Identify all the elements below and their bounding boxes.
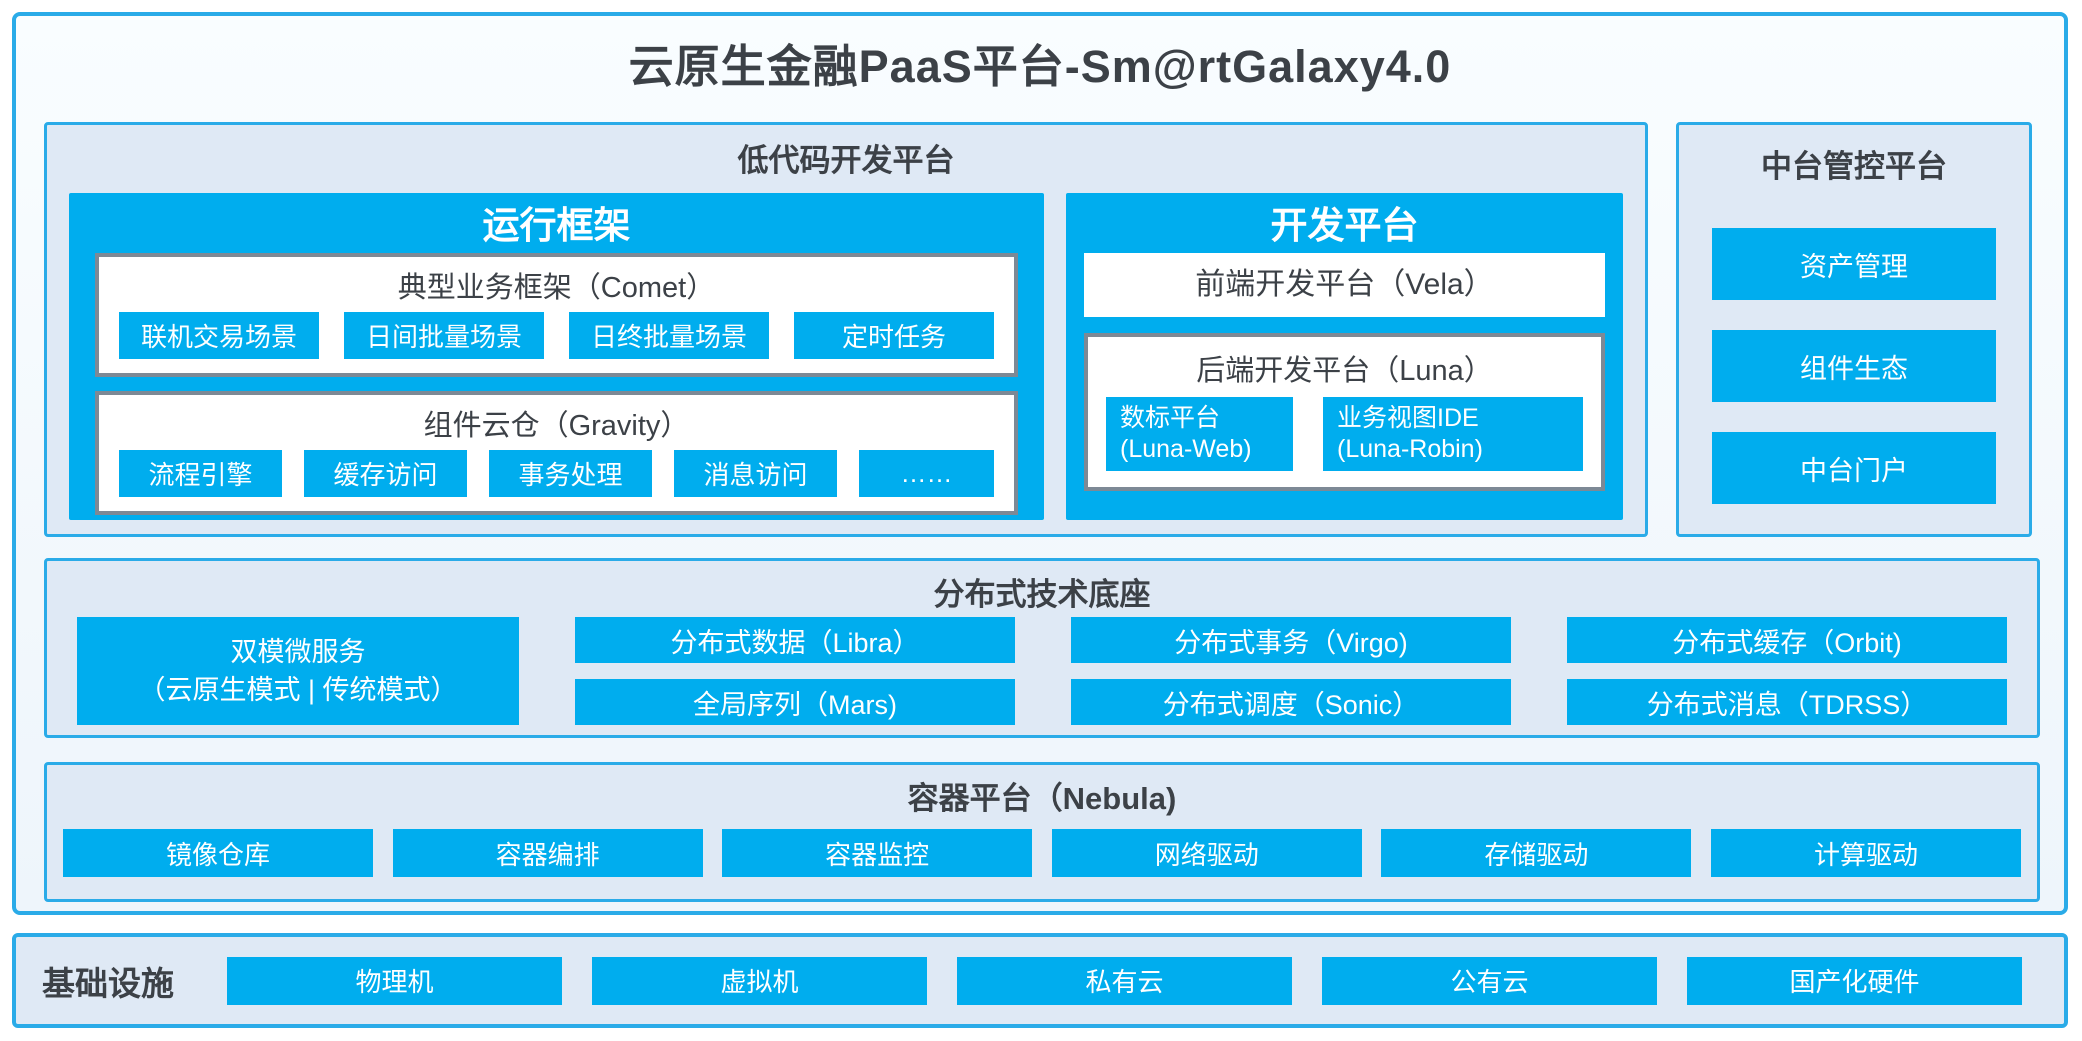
midplatform-item: 组件生态 xyxy=(1712,330,1996,402)
backend-luna-box: 后端开发平台（Luna） 数标平台 (Luna-Web) 业务视图IDE (Lu… xyxy=(1084,333,1605,491)
backend-luna-title: 后端开发平台（Luna） xyxy=(1196,355,1493,387)
luna-sub-item-line1: 数标平台 xyxy=(1120,404,1221,432)
container-item: 容器监控 xyxy=(722,829,1033,877)
gravity-row: 流程引擎 缓存访问 事务处理 消息访问 …… xyxy=(99,450,1014,511)
runtime-framework-box: 运行框架 典型业务框架（Comet） 联机交易场景 日间批量场景 日终批量场景 … xyxy=(69,193,1044,520)
midplatform-panel: 中台管控平台 资产管理 组件生态 中台门户 xyxy=(1676,122,2032,537)
container-item: 计算驱动 xyxy=(1710,829,2021,877)
lowcode-body: 运行框架 典型业务框架（Comet） 联机交易场景 日间批量场景 日终批量场景 … xyxy=(69,193,1623,520)
midplatform-item: 资产管理 xyxy=(1712,228,1996,300)
comet-box: 典型业务框架（Comet） 联机交易场景 日间批量场景 日终批量场景 定时任务 xyxy=(95,253,1018,377)
frontend-vela-box: 前端开发平台（Vela） xyxy=(1084,253,1605,317)
gravity-item: 事务处理 xyxy=(489,450,652,497)
distributed-panel: 分布式技术底座 双模微服务 （云原生模式 | 传统模式） 分布式数据（Libra… xyxy=(44,558,2040,738)
infrastructure-item: 私有云 xyxy=(957,956,1292,1005)
distributed-item: 分布式事务（Virgo) xyxy=(1071,617,1511,663)
distributed-item: 分布式消息（TDRSS） xyxy=(1567,679,2007,725)
infrastructure-panel: 基础设施 物理机 虚拟机 私有云 公有云 国产化硬件 xyxy=(12,933,2068,1028)
infrastructure-body: 基础设施 物理机 虚拟机 私有云 公有云 国产化硬件 xyxy=(16,937,2064,1024)
dev-platform-title: 开发平台 xyxy=(1270,205,1419,246)
lowcode-panel: 低代码开发平台 运行框架 典型业务框架（Comet） 联机交易场景 日间批量场景… xyxy=(44,122,1648,537)
distributed-header: 分布式技术底座 xyxy=(933,577,1151,612)
dual-mode-line1: 双模微服务 xyxy=(230,637,366,667)
distributed-body: 双模微服务 （云原生模式 | 传统模式） 分布式数据（Libra） 全局序列（M… xyxy=(77,617,2007,725)
lowcode-header: 低代码开发平台 xyxy=(737,143,955,178)
container-item: 镜像仓库 xyxy=(63,829,373,877)
infrastructure-item: 物理机 xyxy=(227,956,562,1005)
distributed-column: 分布式缓存（Orbit) 分布式消息（TDRSS） xyxy=(1567,617,2007,725)
container-platform-header: 容器平台（Nebula) xyxy=(907,781,1177,816)
gravity-item-ellipsis: …… xyxy=(859,450,994,497)
midplatform-list: 资产管理 组件生态 中台门户 xyxy=(1679,228,2029,504)
distributed-column: 分布式数据（Libra） 全局序列（Mars) xyxy=(575,617,1015,725)
gravity-item: 流程引擎 xyxy=(119,450,282,497)
infrastructure-item: 公有云 xyxy=(1322,956,1657,1005)
backend-luna-row: 数标平台 (Luna-Web) 业务视图IDE (Luna-Robin) xyxy=(1088,397,1601,487)
luna-sub-item-line2: (Luna-Web) xyxy=(1120,435,1252,463)
comet-title: 典型业务框架（Comet） xyxy=(397,272,716,304)
distributed-item: 分布式数据（Libra） xyxy=(575,617,1015,663)
gravity-item: 缓存访问 xyxy=(304,450,467,497)
comet-item: 联机交易场景 xyxy=(119,312,319,359)
container-platform-panel: 容器平台（Nebula) 镜像仓库 容器编排 容器监控 网络驱动 存储驱动 计算… xyxy=(44,762,2040,902)
dev-platform-box: 开发平台 前端开发平台（Vela） 后端开发平台（Luna） 数标平台 (Lun… xyxy=(1066,193,1623,520)
comet-item: 日终批量场景 xyxy=(569,312,769,359)
dual-mode-microservice-node: 双模微服务 （云原生模式 | 传统模式） xyxy=(77,617,519,725)
main-container: 云原生金融PaaS平台-Sm@rtGalaxy4.0 低代码开发平台 运行框架 … xyxy=(12,12,2068,915)
infrastructure-label: 基础设施 xyxy=(42,964,174,1002)
comet-row: 联机交易场景 日间批量场景 日终批量场景 定时任务 xyxy=(99,312,1014,373)
comet-item: 定时任务 xyxy=(794,312,994,359)
container-item: 容器编排 xyxy=(392,829,703,877)
page-title: 云原生金融PaaS平台-Sm@rtGalaxy4.0 xyxy=(628,41,1452,92)
gravity-box: 组件云仓（Gravity） 流程引擎 缓存访问 事务处理 消息访问 …… xyxy=(95,391,1018,515)
infrastructure-item: 国产化硬件 xyxy=(1687,956,2022,1005)
midplatform-header: 中台管控平台 xyxy=(1761,149,1947,184)
distributed-column: 分布式事务（Virgo) 分布式调度（Sonic） xyxy=(1071,617,1511,725)
infrastructure-item: 虚拟机 xyxy=(592,956,927,1005)
container-item: 存储驱动 xyxy=(1381,829,1692,877)
infrastructure-list: 物理机 虚拟机 私有云 公有云 国产化硬件 xyxy=(227,956,2038,1005)
luna-sub-item: 数标平台 (Luna-Web) xyxy=(1106,397,1293,471)
distributed-item: 分布式缓存（Orbit) xyxy=(1567,617,2007,663)
container-platform-body: 镜像仓库 容器编排 容器监控 网络驱动 存储驱动 计算驱动 xyxy=(63,829,2021,877)
midplatform-item: 中台门户 xyxy=(1712,432,1996,504)
container-item: 网络驱动 xyxy=(1051,829,1362,877)
gravity-title: 组件云仓（Gravity） xyxy=(423,410,690,442)
luna-sub-item-line1: 业务视图IDE xyxy=(1337,404,1479,432)
distributed-item: 全局序列（Mars) xyxy=(575,679,1015,725)
luna-sub-item-line2: (Luna-Robin) xyxy=(1337,435,1483,463)
distributed-item: 分布式调度（Sonic） xyxy=(1071,679,1511,725)
comet-item: 日间批量场景 xyxy=(344,312,544,359)
dual-mode-line2: （云原生模式 | 传统模式） xyxy=(138,675,458,705)
gravity-item: 消息访问 xyxy=(674,450,837,497)
luna-sub-item: 业务视图IDE (Luna-Robin) xyxy=(1323,397,1583,471)
runtime-framework-title: 运行框架 xyxy=(482,205,631,246)
